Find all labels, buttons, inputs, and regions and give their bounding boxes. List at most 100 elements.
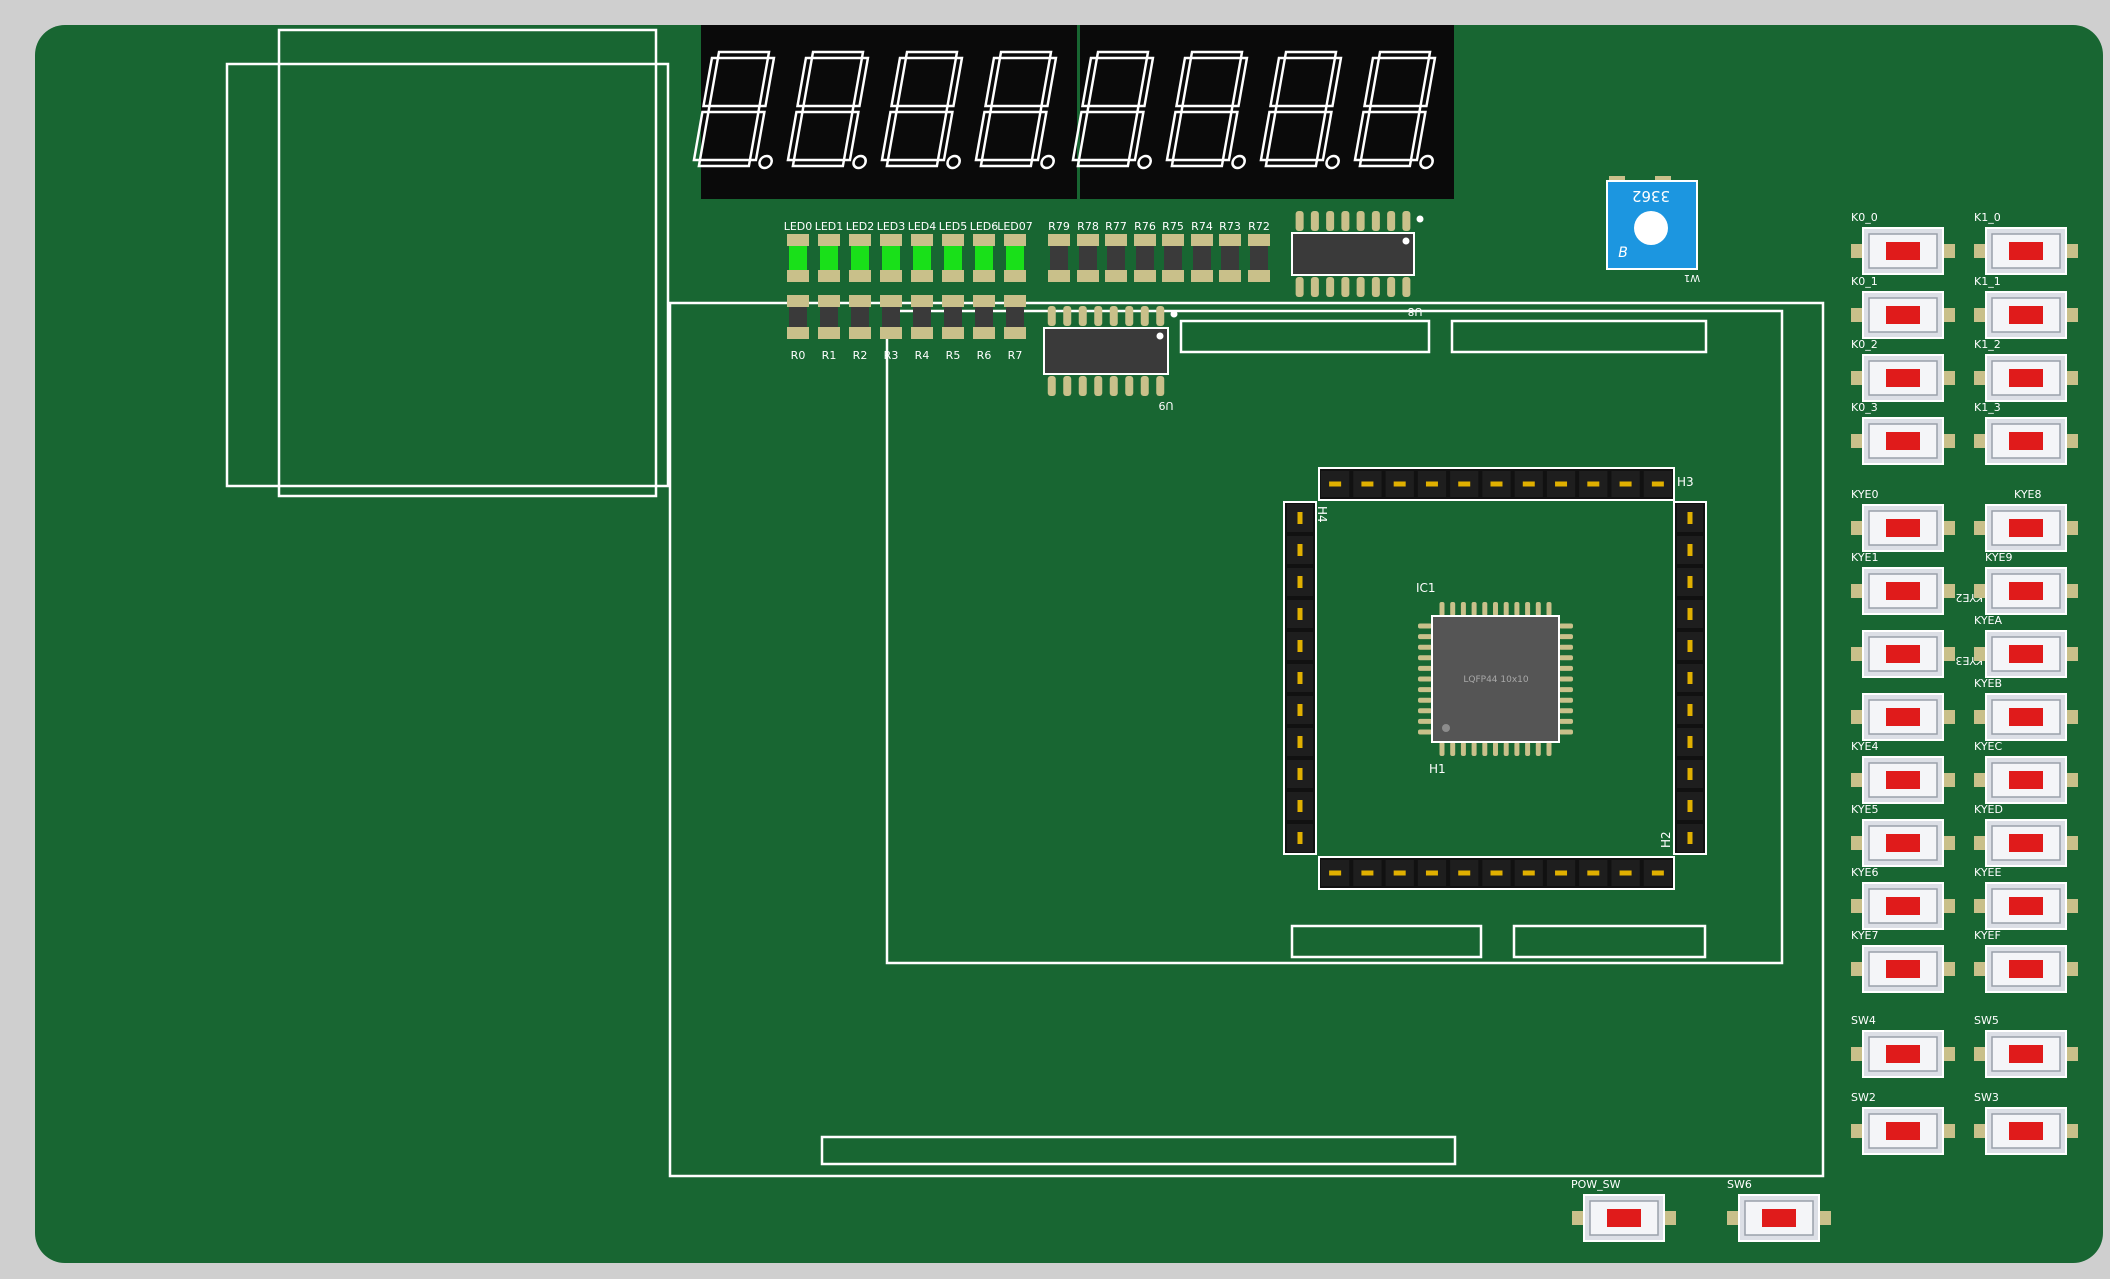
button-cap[interactable] bbox=[1886, 834, 1920, 852]
chip-pin bbox=[1295, 277, 1304, 297]
push-button[interactable]: KYEC bbox=[1974, 740, 2078, 804]
chip-orientation-dot bbox=[1416, 215, 1424, 223]
resistor-pad-top bbox=[942, 295, 964, 307]
push-button[interactable]: SW4 bbox=[1851, 1014, 1955, 1078]
header-h3 bbox=[1318, 467, 1675, 501]
push-button[interactable]: KYEE bbox=[1974, 866, 2078, 930]
resistor-pad-top bbox=[973, 295, 995, 307]
button-cap[interactable] bbox=[1886, 306, 1920, 324]
button-cap[interactable] bbox=[1886, 1045, 1920, 1063]
push-button[interactable]: K1_1 bbox=[1974, 275, 2078, 339]
button-cap[interactable] bbox=[2009, 897, 2043, 915]
chip-pin bbox=[1125, 306, 1134, 326]
button-pad-left bbox=[1974, 773, 1988, 787]
push-button[interactable]: KYEB bbox=[1974, 677, 2078, 741]
push-button[interactable]: K1_0 bbox=[1974, 211, 2078, 275]
resistor-pad-top bbox=[849, 295, 871, 307]
push-button[interactable]: SW5 bbox=[1974, 1014, 2078, 1078]
led-lens bbox=[975, 246, 993, 270]
button-pad-right bbox=[1941, 962, 1955, 976]
segment bbox=[791, 158, 846, 168]
decimal-point bbox=[946, 154, 961, 170]
button-cap[interactable] bbox=[2009, 306, 2043, 324]
button-cap[interactable] bbox=[1886, 1122, 1920, 1140]
button-cap[interactable] bbox=[1886, 897, 1920, 915]
resistor-pad-bottom bbox=[973, 327, 995, 339]
push-button[interactable]: KYE5 bbox=[1851, 803, 1955, 867]
push-button[interactable]: K0_1 bbox=[1851, 275, 1955, 339]
pot-knob-icon[interactable] bbox=[1634, 211, 1668, 245]
seven-segment-digit bbox=[692, 50, 776, 170]
ic1-pin bbox=[1460, 742, 1466, 756]
led: LED5 bbox=[939, 220, 967, 282]
button-cap[interactable] bbox=[2009, 708, 2043, 726]
push-button[interactable]: KYE1 bbox=[1851, 551, 1955, 615]
button-label: K0_1 bbox=[1851, 275, 1878, 288]
button-cap[interactable] bbox=[1886, 242, 1920, 260]
button-cap[interactable] bbox=[1886, 708, 1920, 726]
button-cap[interactable] bbox=[2009, 645, 2043, 663]
button-cap[interactable] bbox=[1886, 960, 1920, 978]
segment bbox=[880, 110, 898, 162]
button-pad-left bbox=[1974, 647, 1988, 661]
push-button[interactable]: KYE7 bbox=[1851, 929, 1955, 993]
push-button[interactable]: K0_3 bbox=[1851, 401, 1955, 465]
push-button[interactable]: K0_2 bbox=[1851, 338, 1955, 402]
button-cap[interactable] bbox=[2009, 834, 2043, 852]
button-cap[interactable] bbox=[1607, 1209, 1641, 1227]
button-cap[interactable] bbox=[1886, 432, 1920, 450]
led-lens bbox=[913, 246, 931, 270]
resistor-body bbox=[1107, 246, 1125, 270]
header-pin bbox=[1458, 870, 1471, 876]
ic1-pin bbox=[1418, 665, 1432, 671]
push-button[interactable]: K0_0 bbox=[1851, 211, 1955, 275]
potentiometer-w1[interactable]: 3362 B W1 bbox=[1606, 176, 1700, 283]
button-cap[interactable] bbox=[1886, 519, 1920, 537]
button-cap[interactable] bbox=[1886, 582, 1920, 600]
button-cap[interactable] bbox=[2009, 771, 2043, 789]
push-button[interactable]: K1_3 bbox=[1974, 401, 2078, 465]
push-button[interactable]: KYEA bbox=[1974, 614, 2078, 678]
button-pad-right bbox=[1817, 1211, 1831, 1225]
push-button[interactable]: KYED bbox=[1974, 803, 2078, 867]
header-pin bbox=[1687, 704, 1693, 716]
chip-label: U8 bbox=[1407, 305, 1422, 318]
button-pad-right bbox=[2064, 521, 2078, 535]
button-cap[interactable] bbox=[1762, 1209, 1796, 1227]
push-button[interactable]: KYEF bbox=[1974, 929, 2078, 993]
resistor-label: R78 bbox=[1077, 220, 1099, 233]
decimal-point bbox=[1231, 154, 1246, 170]
button-cap[interactable] bbox=[2009, 432, 2043, 450]
push-button[interactable]: KYE8 bbox=[1974, 488, 2078, 552]
push-button[interactable]: K1_2 bbox=[1974, 338, 2078, 402]
button-cap[interactable] bbox=[2009, 582, 2043, 600]
header-pin bbox=[1393, 481, 1406, 487]
button-label: SW5 bbox=[1974, 1014, 1999, 1027]
button-cap[interactable] bbox=[2009, 369, 2043, 387]
push-button[interactable]: SW6 bbox=[1727, 1178, 1831, 1242]
segment bbox=[885, 158, 940, 168]
button-cap[interactable] bbox=[1886, 771, 1920, 789]
button-cap[interactable] bbox=[2009, 960, 2043, 978]
push-button[interactable]: KYE0 bbox=[1851, 488, 1955, 552]
button-cap[interactable] bbox=[1886, 645, 1920, 663]
header-pin bbox=[1687, 768, 1693, 780]
push-button[interactable]: KYE2 bbox=[1851, 591, 1983, 678]
push-button[interactable]: SW2 bbox=[1851, 1091, 1955, 1155]
button-cap[interactable] bbox=[1886, 369, 1920, 387]
led: LED0 bbox=[784, 220, 812, 282]
header-pin bbox=[1522, 870, 1535, 876]
button-cap[interactable] bbox=[2009, 519, 2043, 537]
button-cap[interactable] bbox=[2009, 1122, 2043, 1140]
push-button[interactable]: KYE9 bbox=[1974, 551, 2078, 615]
segment bbox=[1030, 110, 1048, 162]
push-button[interactable]: SW3 bbox=[1974, 1091, 2078, 1155]
button-cap[interactable] bbox=[2009, 242, 2043, 260]
segment bbox=[810, 50, 865, 60]
seven-segment-digit bbox=[1353, 50, 1437, 170]
button-cap[interactable] bbox=[2009, 1045, 2043, 1063]
led-pad-top bbox=[818, 234, 840, 246]
push-button[interactable]: POW_SW bbox=[1571, 1178, 1676, 1242]
push-button[interactable]: KYE4 bbox=[1851, 740, 1955, 804]
push-button[interactable]: KYE6 bbox=[1851, 866, 1955, 930]
